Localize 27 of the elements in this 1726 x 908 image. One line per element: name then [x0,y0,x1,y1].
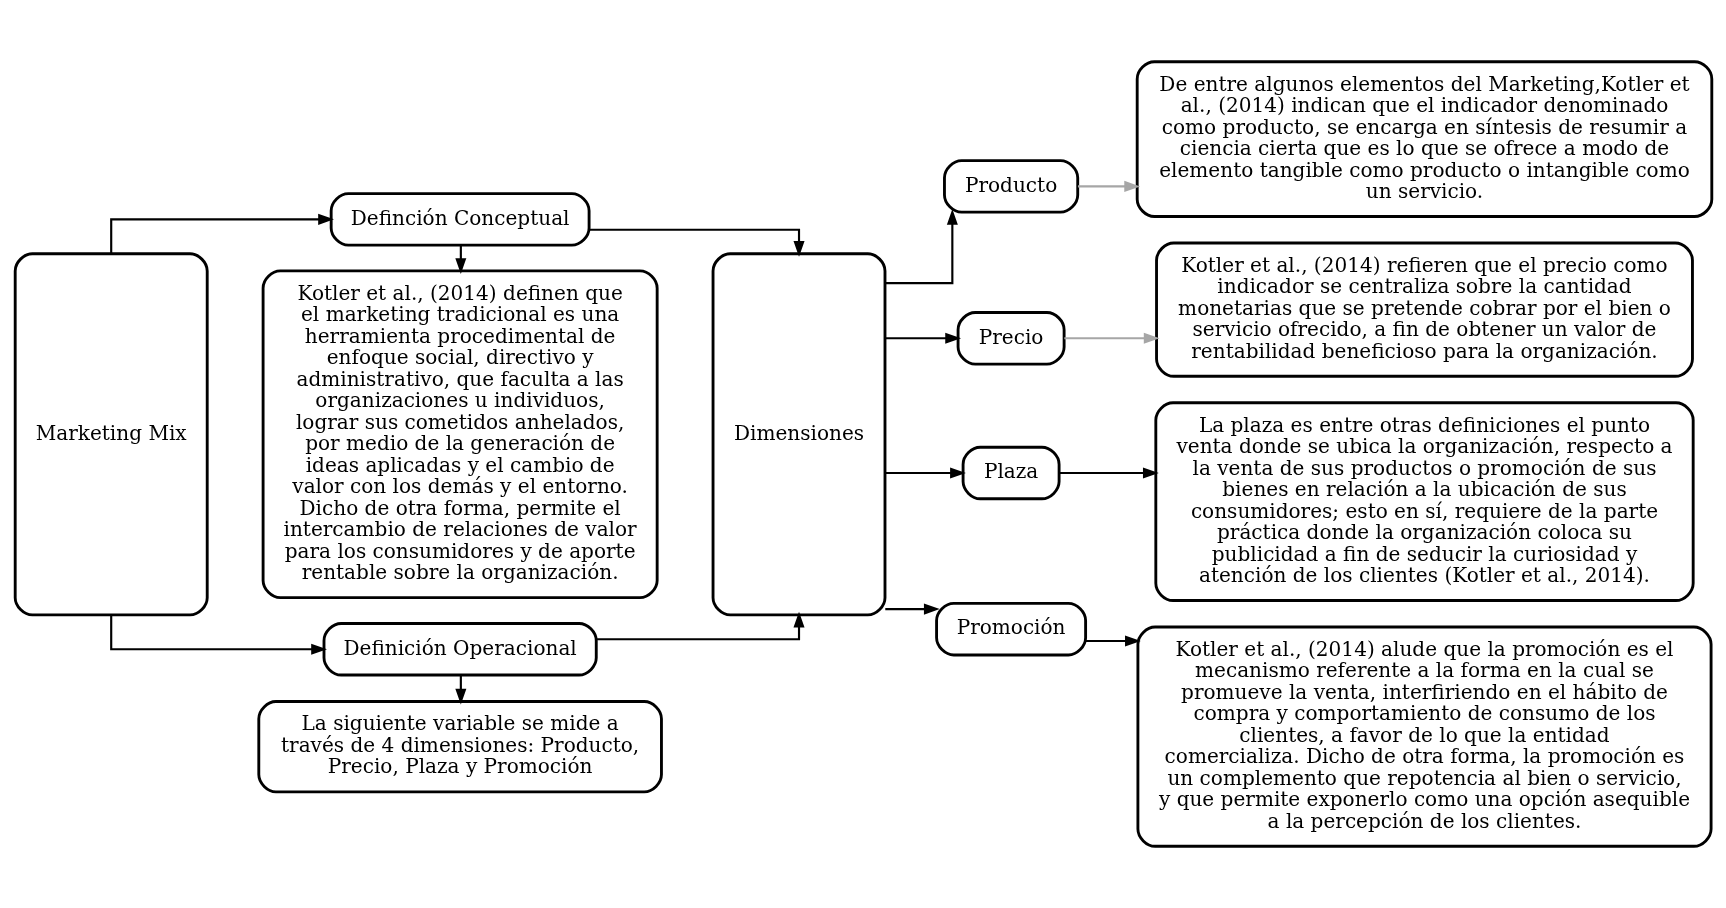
node-box: Plaza [961,445,1061,501]
arrow [596,611,805,641]
arrow [109,213,334,254]
node-box: Definición Operacional [322,622,598,677]
node-box: Dimensiones [711,252,886,617]
node-box: De entre algunos elementos del Marketing,Kotler et al., (2014) indican que el indicador denominado como producto, se encarga en síntesis de resumir a ciencia cierta que es lo que se ofrece a modo de elemento tangible como producto o intangible como un servicio. [1135,60,1713,218]
arrow [454,675,466,705]
node-box: Marketing Mix [13,252,209,617]
node-box: Kotler et al., (2014) refieren que el precio como indicador se centraliza sobre la cantidad monetarias que se pretende cobrar por el bien o servicio ofrecido, a fin de obtener un valor de rentabilidad beneficioso para la organización. [1154,241,1694,378]
arrow [588,228,805,257]
node-box: La siguiente variable se mide a través de 4 dimensiones: Producto, Precio, Plaza y Promoción [256,700,663,794]
node-box: Kotler et al., (2014) alude que la promoción es el mecanismo referente a la forma en la cual se promueve la venta, interfiriendo en el hábito de compra y comportamiento de consumo de los clientes, a favor de lo que la entidad comercializa. Dicho de otra forma, la promoción es un complemento que repotencia al bien o servicio, y que permite exponerlo como una opción asequible a la percepción de los clientes. [1135,625,1713,848]
arrow [884,209,958,285]
node-box: Promoción [934,601,1087,657]
arrow [1058,467,1159,479]
arrow [1085,635,1141,647]
arrow [1077,180,1140,192]
arrow [1063,332,1160,344]
arrow [884,603,940,615]
node-box: Kotler et al., (2014) definen que el marketing tradicional es una herramienta procedimental de enfoque social, directivo y administrativo, que faculta a las organizaciones u individuos, lograr sus cometidos anhelados, por medio de la generación de ideas aplicadas y el cambio de valor con los demás y el entorno. Dicho de otra forma, permite el intercambio de relaciones de valor para los consumidores y de aporte rentable sobre la organización. [261,269,659,600]
node-box: Definción Conceptual [329,192,591,247]
arrow [884,332,961,344]
arrow [109,615,327,655]
node-box: La plaza es entre otras definiciones el punto venta donde se ubica la organización, respecto a la venta de sus productos o promoción de sus bienes en relación a la ubicación de sus consumidores; esto en sí, requiere de la parte práctica donde la organización coloca su publicidad a fin de seducir la curiosidad y atención de los clientes (Kotler et al., 2014). [1153,401,1695,602]
node-box: Precio [956,311,1066,366]
node-box: Producto [942,159,1079,214]
arrow [884,467,966,479]
